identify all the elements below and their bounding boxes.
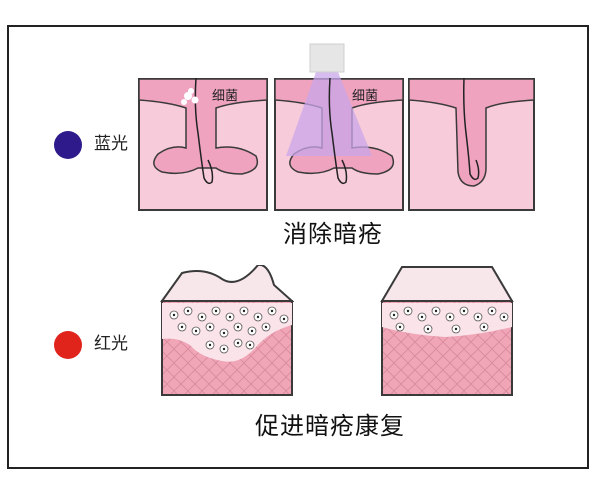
red-light-caption: 促进暗疮康复 — [255, 412, 405, 440]
red-light-dot — [54, 331, 82, 359]
healed-skin-panel — [380, 266, 514, 396]
follicle-with-bacteria-panel: 细菌 — [138, 78, 268, 211]
blue-light-dot — [54, 131, 82, 159]
cleared-follicle-panel — [408, 78, 535, 211]
blue-light-beam — [286, 72, 372, 156]
blue-light-label: 蓝光 — [94, 134, 128, 154]
bacteria-label: 细菌 — [212, 89, 238, 104]
blue-light-caption: 消除暗疮 — [283, 220, 383, 248]
follicle-blue-light-panel: 细菌 — [274, 43, 404, 211]
inflamed-skin-panel — [160, 265, 294, 396]
bacteria-label: 细菌 — [352, 89, 378, 104]
light-emitter-icon — [309, 43, 345, 73]
bacteria-icon — [184, 92, 192, 100]
red-light-label: 红光 — [94, 334, 128, 354]
